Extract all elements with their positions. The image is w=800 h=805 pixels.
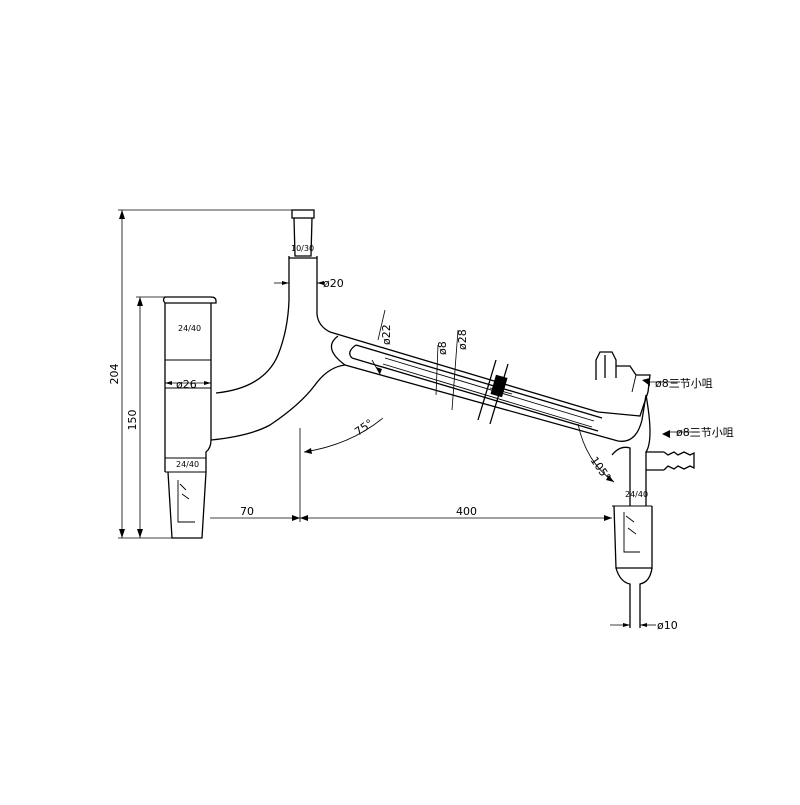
label-flask-height: 150: [126, 410, 139, 431]
jacket-inner-diameter-label: ø28: [456, 329, 469, 350]
neck-diameter-label: ø20: [323, 277, 344, 290]
left-lower-joint-label: 24/40: [176, 460, 199, 469]
angle-75: 75°: [299, 417, 384, 522]
lower-hose-label: ø8三节小咀: [676, 426, 734, 439]
horizontal-offset-label: 70: [240, 505, 254, 518]
flask-neck-diameter-label: ø26: [176, 378, 197, 391]
upper-hose-connector: ø8三节小咀: [595, 351, 713, 417]
dimension-70-400: 70 400: [210, 505, 612, 521]
central-body: ø20: [210, 258, 346, 441]
dimension-150: 150: [126, 296, 165, 538]
jacket-outer-diameter-label: ø22: [380, 324, 393, 345]
right-adapter: ø8三节小咀 24/40 ø10: [610, 394, 734, 632]
horizontal-length-label: 400: [456, 505, 477, 518]
label-overall-height: 204: [108, 364, 121, 385]
angle-105: 105°: [577, 423, 615, 483]
dimension-204: 204: [108, 209, 305, 539]
top-joint: 10/30: [288, 209, 318, 259]
condenser: ø22 ø8 ø28: [329, 309, 619, 442]
upper-hose-label: ø8三节小咀: [655, 377, 713, 390]
left-tube: 24/40 ø26 24/40: [162, 296, 217, 539]
left-upper-joint-label: 24/40: [178, 324, 201, 333]
right-joint-label: 24/40: [625, 490, 648, 499]
top-joint-label: 10/30: [291, 244, 314, 253]
angle-upper-label: 75°: [352, 417, 375, 439]
inner-tube-diameter-label: ø8: [436, 341, 449, 355]
outlet-diameter-label: ø10: [657, 619, 678, 632]
